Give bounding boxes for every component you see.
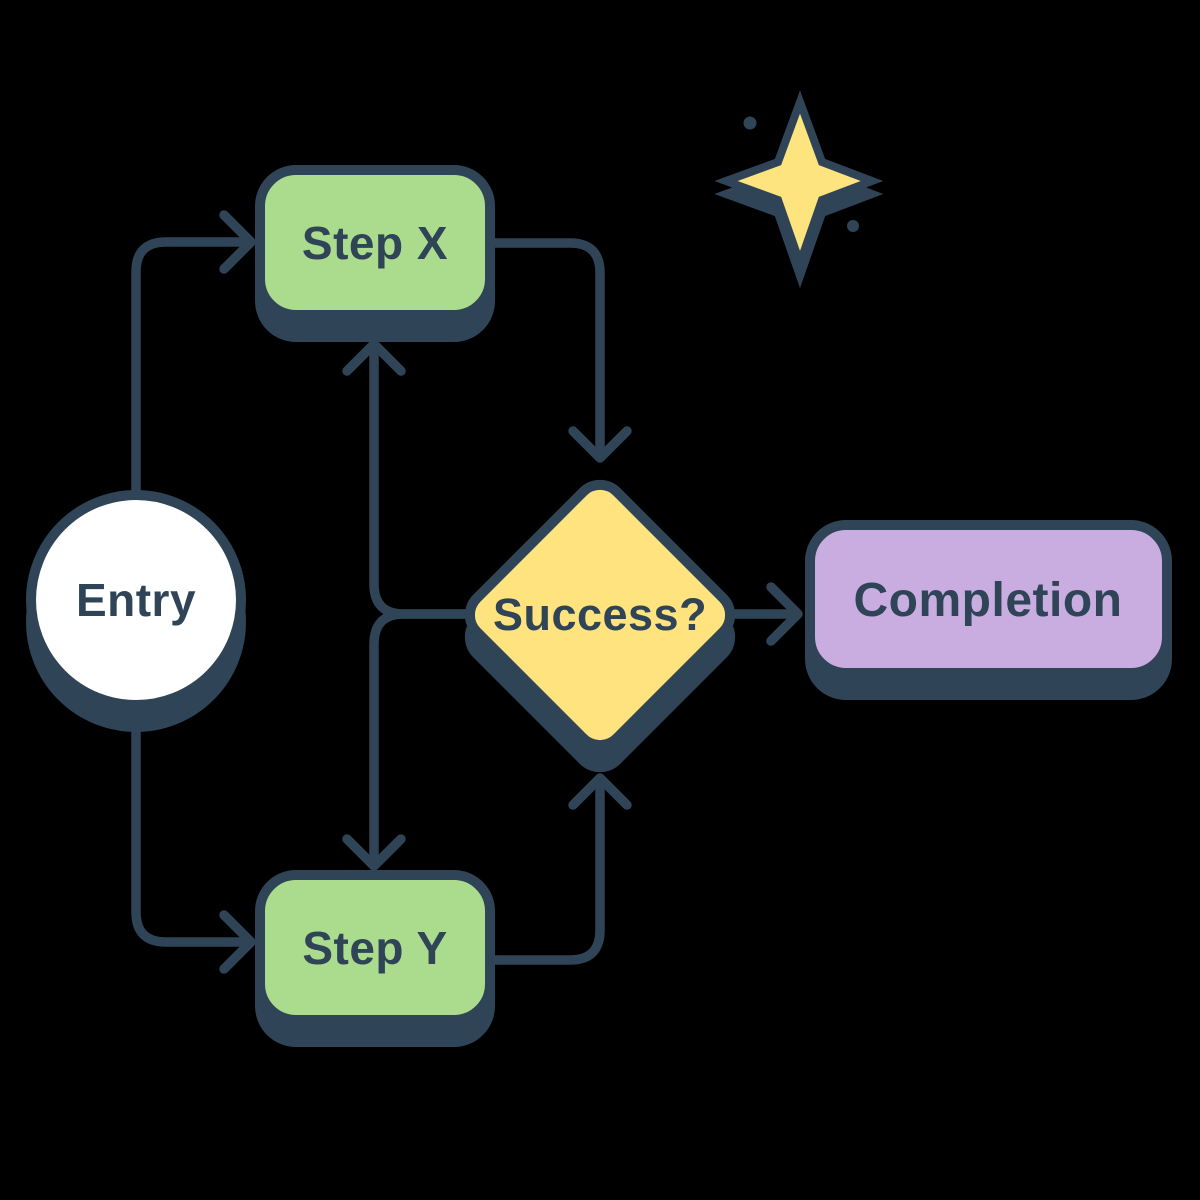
completion-label: Completion xyxy=(854,574,1123,627)
entry-label: Entry xyxy=(76,574,196,626)
edge-step-x-to-decision xyxy=(475,238,605,453)
edges xyxy=(131,237,794,965)
arrowhead-into-step-y-left xyxy=(219,910,256,974)
labels: Entry Step X Step Y Success? Completion xyxy=(76,217,1123,974)
step-x-node xyxy=(255,165,495,320)
edge-decision-to-step-y xyxy=(369,609,475,861)
edge-entry-to-step-y xyxy=(131,595,247,947)
sparkle-decoration xyxy=(714,90,884,289)
sparkle-dot-top-left xyxy=(743,116,757,130)
sparkle-star-icon xyxy=(714,90,884,276)
sparkle-dot-bottom-right xyxy=(847,220,859,232)
entry-node xyxy=(26,490,246,710)
decision-node xyxy=(464,479,736,751)
edge-entry-to-step-x xyxy=(131,237,247,605)
edge-decision-to-step-x xyxy=(369,349,475,619)
decision-label: Success? xyxy=(493,589,707,640)
edge-step-y-to-decision xyxy=(475,783,605,965)
arrowhead-into-step-x-bottom xyxy=(342,339,406,376)
step-x-label: Step X xyxy=(302,217,448,269)
arrowhead-into-decision-top xyxy=(568,426,632,463)
step-y-label: Step Y xyxy=(302,922,447,974)
nodes xyxy=(26,165,1172,1025)
completion-node xyxy=(805,520,1172,678)
arrowhead-into-step-x-left xyxy=(219,210,256,274)
arrowhead-into-decision-bottom xyxy=(568,773,632,810)
arrowhead-into-step-y-top xyxy=(342,834,406,871)
step-y-node xyxy=(255,870,495,1025)
arrowhead-into-completion-left xyxy=(766,582,803,646)
arrowheads xyxy=(219,210,803,974)
